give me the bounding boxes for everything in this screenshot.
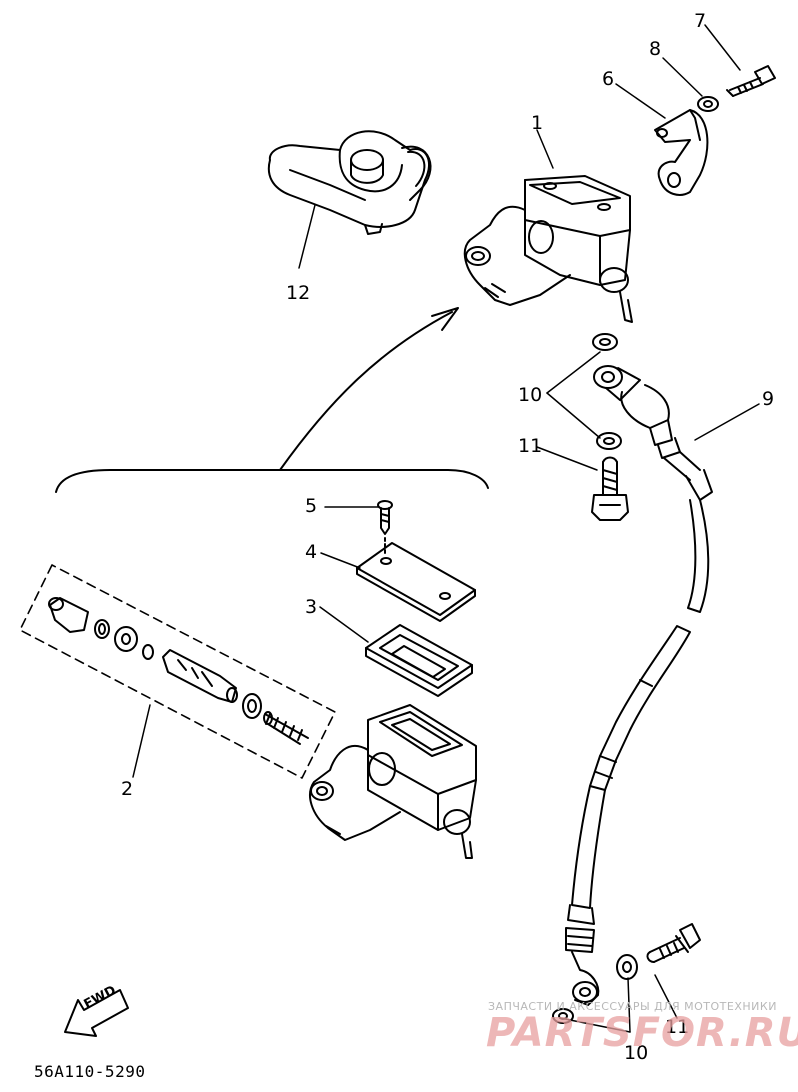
assembly-bracket <box>55 307 489 493</box>
callout-12: 12 <box>286 282 311 304</box>
drawing-code: 56A110-5290 <box>34 1062 146 1081</box>
part-3-diaphragm <box>365 624 473 697</box>
callout-3: 3 <box>305 596 318 618</box>
callout-7: 7 <box>694 10 707 32</box>
part-10-lower-washers <box>552 954 638 1024</box>
callout-11-upper: 11 <box>518 435 543 457</box>
part-8-washer <box>697 96 719 112</box>
watermark-brand: PARTSFOR.RU <box>486 1010 798 1056</box>
callout-5: 5 <box>305 495 318 517</box>
callout-10-lower: 10 <box>624 1042 649 1064</box>
callout-4: 4 <box>305 541 318 563</box>
callout-6: 6 <box>602 68 615 90</box>
part-12-cover <box>267 130 432 235</box>
callout-8: 8 <box>649 38 662 60</box>
callout-9: 9 <box>762 388 775 410</box>
part-2-piston-kit <box>19 564 336 779</box>
part-6-holder <box>654 109 709 196</box>
lower-master-cylinder-body <box>309 704 477 859</box>
part-1-master-cylinder <box>463 175 633 323</box>
part-11-lower-banjo-bolt <box>646 923 701 963</box>
callout-10-upper: 10 <box>518 384 543 406</box>
fwd-direction-badge <box>64 989 129 1037</box>
part-9-brake-hose <box>565 365 713 1006</box>
part-7-bolt <box>726 65 776 97</box>
part-10-upper-washers <box>592 333 622 450</box>
leader-lines <box>132 24 760 1033</box>
callout-2: 2 <box>121 778 134 800</box>
part-4-diaphragm-plate <box>356 542 476 622</box>
callout-11-lower: 11 <box>665 1016 690 1038</box>
part-11-upper-banjo-bolt <box>591 456 629 521</box>
watermark-tagline: ЗАПЧАСТИ И АКСЕССУАРЫ ДЛЯ МОТОТЕХНИКИ <box>488 1000 777 1013</box>
callout-1: 1 <box>531 112 544 134</box>
